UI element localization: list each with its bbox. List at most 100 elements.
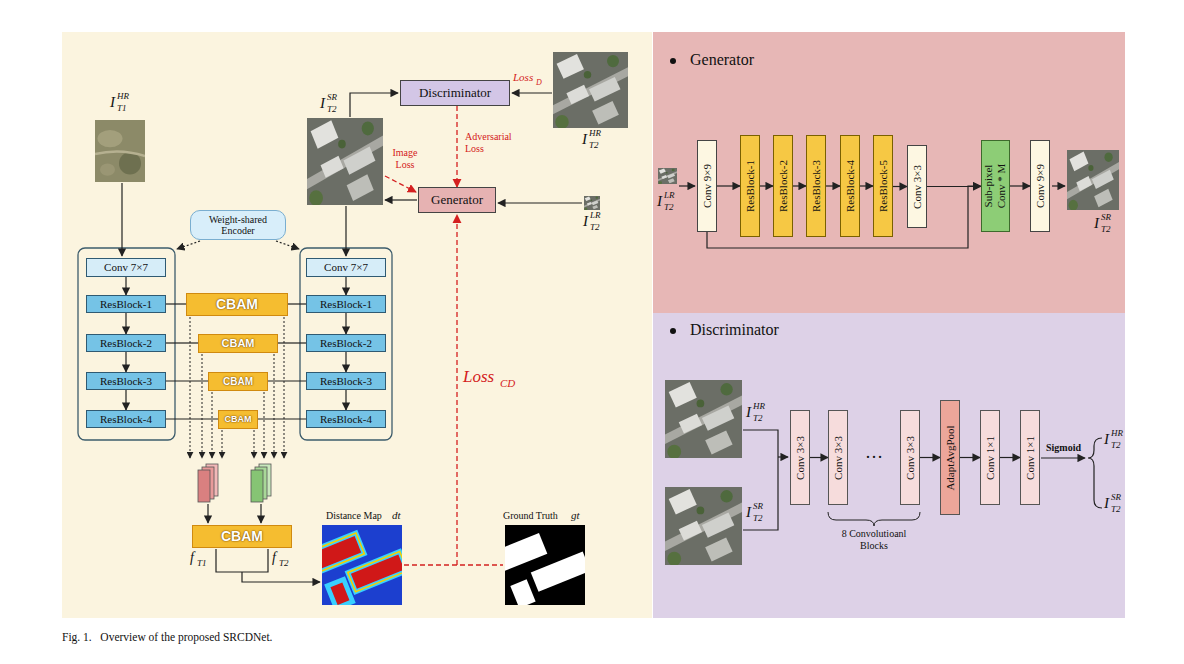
- box-text: CBAM: [223, 376, 253, 388]
- conv-box: Conv 7×7: [86, 258, 166, 277]
- flow-arrow: [1000, 457, 1020, 458]
- edge-label: Adversarial Loss: [465, 131, 515, 154]
- resblock-box: ResBlock-4: [840, 135, 860, 237]
- box-text: ResBlock-4: [100, 413, 152, 426]
- left-panel: [62, 32, 652, 618]
- cbam-box: CBAM: [208, 372, 268, 391]
- images: [95, 52, 1119, 609]
- subscript: HR: [753, 402, 765, 411]
- generator-box: Generator: [418, 187, 496, 213]
- box-text: Conv 3×3: [911, 165, 924, 209]
- box-text: ResBlock-4: [844, 160, 857, 212]
- conv-box: Conv 1×1: [1020, 410, 1040, 505]
- box-text: ResBlock-1: [320, 298, 372, 311]
- box-text: Discriminator: [419, 86, 491, 101]
- subscript: T2: [279, 559, 289, 568]
- bullet: [670, 328, 676, 334]
- box-text: CBAM: [221, 528, 263, 544]
- figure-caption: Fig. 1. Overview of the proposed SRCDNet…: [62, 632, 273, 644]
- subscript: SR: [1101, 213, 1111, 222]
- box-text: CBAM: [216, 296, 258, 312]
- cbam-box: CBAM: [218, 410, 258, 429]
- cbam-box: CBAM: [186, 293, 288, 316]
- resblock-box: ResBlock-1: [306, 295, 386, 313]
- resblock-box: ResBlock-3: [306, 372, 386, 390]
- conv-box: Conv 9×9: [697, 140, 717, 232]
- box-text: ResBlock-5: [877, 160, 890, 212]
- link-line: [258, 418, 306, 419]
- subscript: HR: [117, 92, 129, 101]
- image-caption: Distance Map: [326, 511, 382, 521]
- bullet: [670, 58, 676, 64]
- subscript: D: [536, 79, 542, 87]
- box-text: Conv 3×3: [794, 436, 807, 480]
- flow-arrow: [810, 457, 828, 458]
- flow-arrow: [717, 185, 740, 186]
- link-line: [288, 303, 306, 304]
- wires: [122, 93, 1102, 582]
- flow-arrow: [456, 106, 457, 187]
- loss-label: Loss: [513, 72, 533, 83]
- flow-arrow: [125, 390, 126, 410]
- subscript: T1: [117, 104, 127, 113]
- flow-arrow: [345, 352, 346, 372]
- conv-box: Conv 3×3: [828, 410, 848, 505]
- flow-arrow: [893, 186, 907, 187]
- generator-panel: [653, 32, 1125, 313]
- loss-label: Image Loss: [388, 147, 422, 170]
- link-line: [166, 342, 198, 343]
- subscript: SR: [1111, 493, 1121, 502]
- flow-arrow: [125, 277, 126, 295]
- box-text: Generator: [431, 193, 483, 208]
- conv-box: Conv 9×9: [1030, 140, 1050, 232]
- subscript: CD: [500, 378, 515, 389]
- link-line: [278, 342, 306, 343]
- box-text: Conv 7×7: [104, 261, 148, 274]
- link-line: [166, 418, 218, 419]
- resblock-box: ResBlock-2: [306, 334, 386, 352]
- subscript: LR: [664, 191, 675, 200]
- encoder-box: Weight-shared Encoder: [190, 210, 286, 240]
- subscript: T2: [1111, 505, 1121, 514]
- feature-stacks: [198, 464, 271, 502]
- resblock-box: ResBlock-5: [873, 135, 893, 237]
- subscript: SR: [327, 93, 337, 102]
- box-text: Conv 9×9: [701, 164, 714, 208]
- box-text: Conv 3×3: [832, 436, 845, 480]
- link-line: [166, 380, 208, 381]
- flow-arrow: [860, 185, 873, 186]
- flow-arrow: [1010, 185, 1031, 186]
- subscript: T2: [664, 203, 674, 212]
- box-text: AdaptAvgPool: [944, 425, 957, 490]
- subscript: T2: [589, 141, 599, 150]
- image-caption: Ground Truth: [503, 511, 558, 521]
- flow-arrow: [125, 352, 126, 372]
- conv-box: Conv 7×7: [306, 258, 386, 277]
- subscript: SR: [753, 502, 763, 511]
- encoder-outline: [300, 248, 392, 440]
- conv-box: Conv 3×3: [907, 145, 927, 228]
- panel-heading: Generator: [690, 52, 754, 68]
- resblock-box: ResBlock-4: [86, 410, 166, 428]
- symbol-letter: I: [1104, 432, 1109, 447]
- box-text: ResBlock-2: [320, 337, 372, 350]
- box-text: ResBlock-3: [320, 375, 372, 388]
- resblock-box: ResBlock-2: [86, 334, 166, 352]
- symbol-letter: I: [657, 194, 662, 209]
- flow-arrow: [125, 313, 126, 334]
- encoder-outline: [78, 248, 175, 440]
- resblock-box: ResBlock-1: [740, 135, 760, 237]
- flow-arrow: [793, 185, 806, 186]
- box-text: Conv 7×7: [324, 261, 368, 274]
- flow-arrow: [960, 457, 980, 458]
- box-text: ResBlock-2: [100, 337, 152, 350]
- discriminator-panel: [653, 313, 1125, 618]
- subscript: LR: [590, 211, 601, 220]
- image-symbol: dt: [392, 510, 401, 521]
- resblock-box: ResBlock-3: [86, 372, 166, 390]
- box-text: ResBlock-2: [777, 160, 790, 212]
- subscript: T2: [1101, 225, 1111, 234]
- resblock-box: ResBlock-3: [806, 135, 826, 237]
- symbol-letter: I: [1094, 216, 1099, 231]
